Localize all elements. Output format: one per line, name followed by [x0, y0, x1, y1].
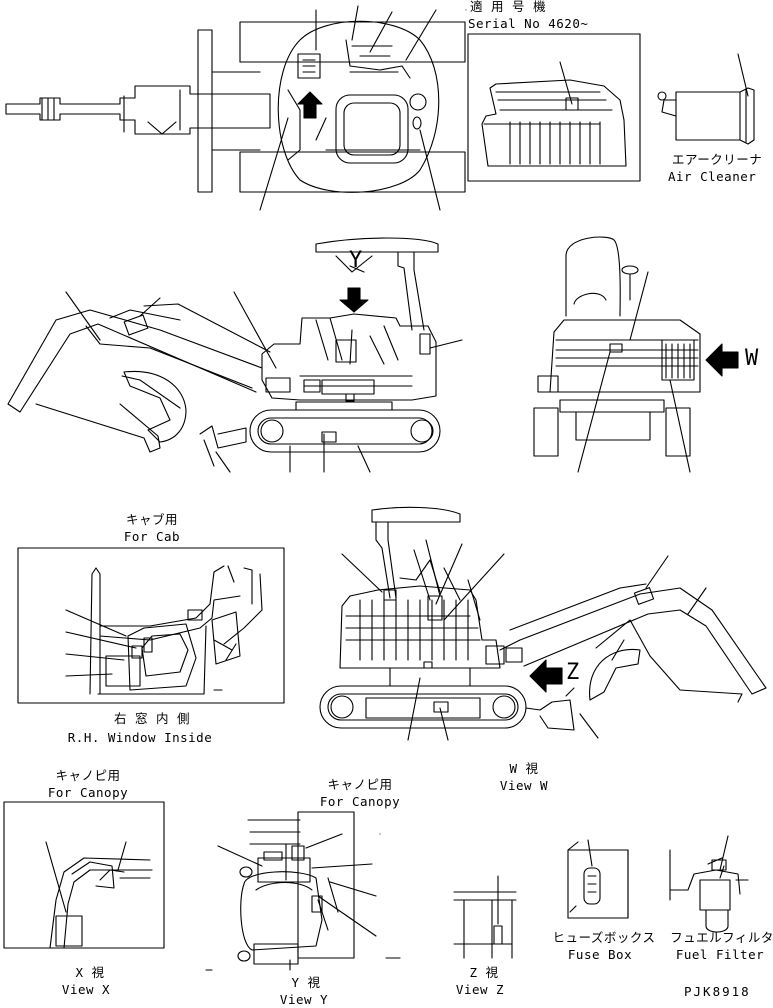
side-view-left-machine: [7, 237, 463, 473]
fuse-box-label-en: Fuse Box: [567, 947, 633, 962]
canopy-y-detail: [205, 811, 401, 971]
view-y-label-en: View Y: [279, 992, 329, 1007]
canopy-x-title-jp: キャノピ用: [55, 768, 121, 783]
drawing-number: PJK8918: [684, 984, 751, 999]
cab-title-en: For Cab: [123, 529, 181, 544]
canopy-y-title-en: For Canopy: [319, 794, 401, 809]
air-cleaner-label-en: Air Cleaner: [668, 169, 757, 184]
serial-detail-box: [467, 33, 641, 182]
serial-label-jp: 適 用 号 機: [470, 0, 547, 14]
view-w-label-jp: W 視: [509, 761, 539, 776]
canopy-x-detail: [3, 801, 165, 949]
view-y-label-jp: Y 視: [291, 975, 321, 990]
fuse-box-detail: [567, 839, 629, 919]
view-w-label-en: View W: [499, 778, 549, 793]
fuel-filter-label-jp: フュエルフィルタ: [670, 930, 773, 945]
air-cleaner-label-jp: エアークリーナ: [672, 152, 763, 167]
view-x-label-en: View X: [61, 982, 111, 997]
air-cleaner-detail: [657, 53, 755, 145]
top-view-machine: [5, 5, 466, 211]
arrow-label-y: Y: [349, 248, 363, 273]
view-z-label-jp: Z 視: [469, 965, 499, 980]
canopy-y-title-jp: キャノピ用: [327, 777, 393, 792]
view-x-label-jp: X 視: [75, 965, 105, 980]
cab-title-jp: キャブ用: [125, 512, 179, 527]
serial-label-en: Serial No 4620~: [468, 16, 589, 31]
cab-caption-jp: 右 窓 内 側: [113, 711, 191, 726]
canopy-x-title-en: For Canopy: [47, 785, 129, 800]
rear-view-machine: [533, 236, 739, 473]
fuel-filter-detail: [669, 835, 749, 933]
fuse-box-label-jp: ヒューズボックス: [552, 930, 656, 945]
arrow-label-z: Z: [566, 660, 580, 685]
side-view-right-machine: [319, 506, 767, 741]
view-z-label-en: View Z: [455, 982, 505, 997]
cab-caption-en: R.H. Window Inside: [67, 730, 213, 745]
view-z-detail: [453, 875, 517, 959]
cab-detail: [17, 547, 285, 704]
fuel-filter-label-en: Fuel Filter: [675, 947, 765, 962]
arrow-label-w: W: [745, 346, 759, 371]
